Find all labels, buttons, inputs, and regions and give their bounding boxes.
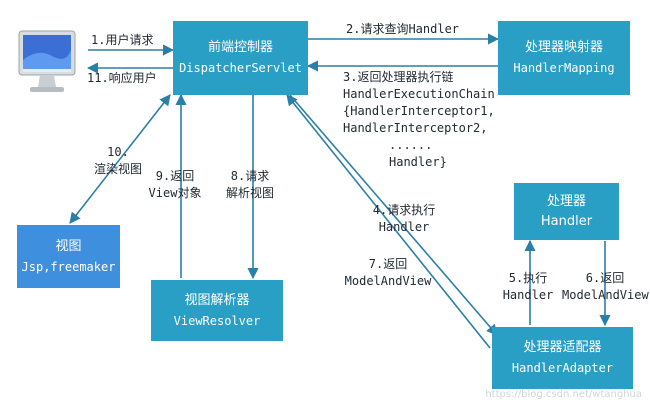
handler-sub: Handler: [540, 213, 593, 229]
mapping-title: 处理器映射器: [524, 40, 603, 55]
user-monitor-icon: [18, 30, 76, 92]
mav-line-2: ModelAndView: [344, 274, 432, 288]
adapter-title: 处理器适配器: [523, 340, 602, 355]
render-line-2: 渲染视图: [93, 162, 142, 176]
label-run-handler: 5.执行 Handler: [500, 270, 556, 304]
run-line-1: 5.执行: [508, 271, 548, 285]
chain-line-4: HandlerInterceptor2,: [343, 121, 488, 135]
handler-title: 处理器: [546, 193, 586, 209]
view-box: 视图 Jsp,freemaker: [17, 225, 120, 288]
mav-line-1: 7.返回: [368, 257, 408, 271]
view-sub: Jsp,freemaker: [21, 259, 116, 274]
label-return-modelandview: 7.返回 ModelAndView: [341, 256, 435, 290]
arrow-execute-handler: [289, 94, 498, 336]
chain-line-5: ......: [389, 138, 433, 152]
resolver-sub: ViewResolver: [173, 313, 261, 328]
label-user-request: 1.用户请求: [91, 33, 154, 47]
label-resolve-view: 8.请求 解析视图: [218, 168, 282, 202]
run-line-2: Handler: [502, 288, 554, 302]
mapping-sub: HandlerMapping: [513, 61, 615, 75]
label-handler-returns: 6.返回 ModelAndView: [562, 270, 649, 304]
chain-line-1: 3.返回处理器执行链: [343, 70, 454, 84]
chain-line-3: {HandlerInterceptor1,: [343, 104, 495, 118]
handler-adapter-box: 处理器适配器 HandlerAdapter: [492, 327, 633, 389]
execute-line-1: 4.请求执行: [372, 203, 436, 217]
dispatcher-title: 前端控制器: [207, 40, 273, 55]
handler-box: 处理器 Handler: [514, 183, 619, 240]
resolve-line-2: 解析视图: [225, 186, 274, 200]
label-render-view: 10. 渲染视图: [85, 144, 151, 178]
ret-line-1: 6.返回: [585, 271, 625, 285]
chain-line-2: HandlerExecutionChain: [343, 87, 495, 101]
label-execute-handler: 4.请求执行 Handler: [368, 202, 440, 236]
execute-line-2: Handler: [378, 220, 430, 234]
resolver-title: 视图解析器: [184, 292, 250, 308]
view-title: 视图: [55, 238, 82, 254]
label-return-view: 9.返回 View对象: [142, 168, 208, 202]
label-return-chain: 3.返回处理器执行链 HandlerExecutionChain {Handle…: [343, 69, 495, 171]
label-query-handler: 2.请求查询Handler: [346, 22, 460, 36]
resolve-line-1: 8.请求: [230, 169, 270, 183]
label-respond-user: 11.响应用户: [87, 71, 157, 85]
ret-line-2: ModelAndView: [562, 288, 649, 302]
view-resolver-box: 视图解析器 ViewResolver: [151, 280, 283, 341]
view-obj-line-1: 9.返回: [155, 169, 195, 183]
arrow-render-view: [69, 94, 171, 224]
view-obj-line-2: View对象: [148, 186, 202, 200]
adapter-sub: HandlerAdapter: [511, 361, 614, 375]
render-line-1: 10.: [107, 145, 129, 159]
dispatcher-servlet-box: 前端控制器 DispatcherServlet: [173, 21, 308, 95]
arrow-return-modelandview: [286, 94, 491, 349]
chain-line-6: Handler}: [389, 155, 447, 169]
handler-mapping-box: 处理器映射器 HandlerMapping: [498, 21, 630, 95]
dispatcher-sub: DispatcherServlet: [179, 61, 302, 75]
watermark: https://blog.csdn.net/wtanghua: [485, 389, 642, 400]
